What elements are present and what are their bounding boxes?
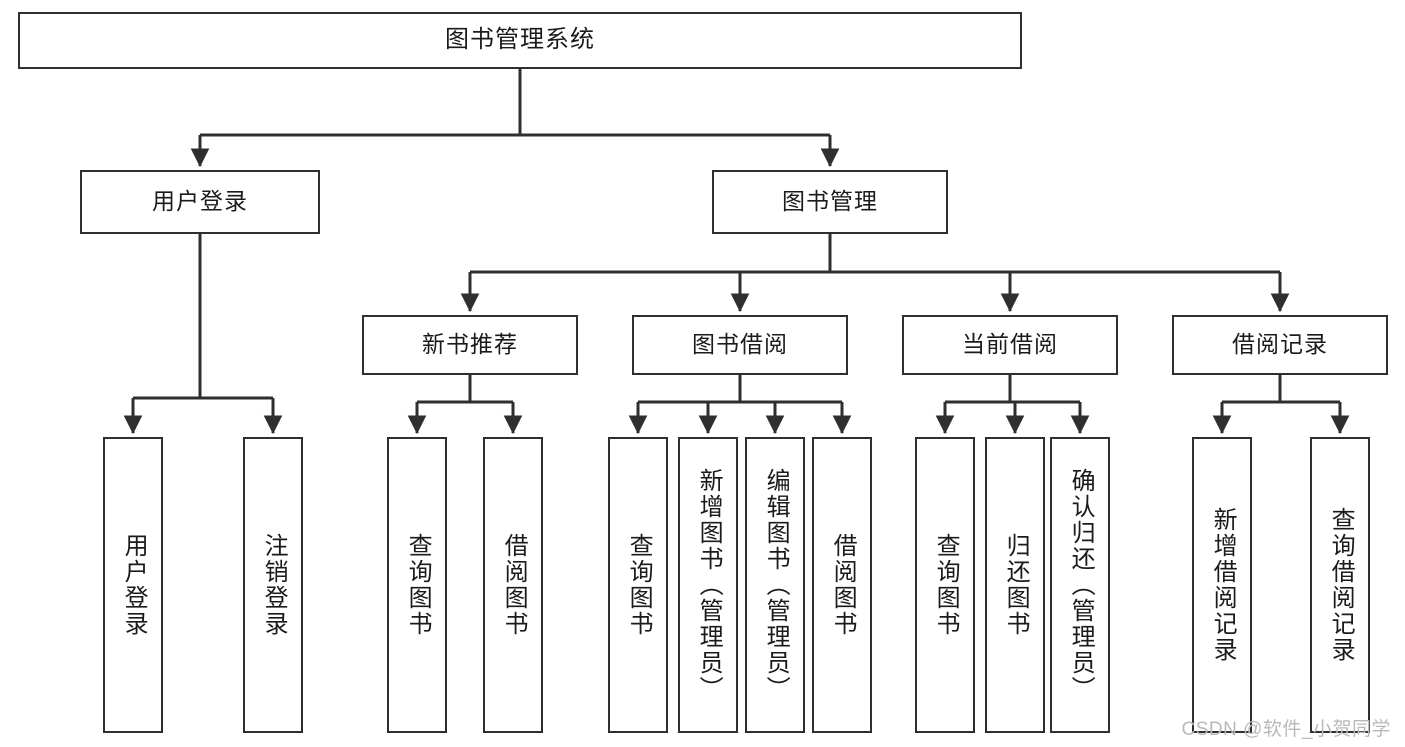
leaf-query-record-label: 查询借阅记录: [1327, 507, 1355, 663]
node-borrow-record[interactable]: 借阅记录: [1172, 315, 1388, 375]
leaf-confirm-return[interactable]: 确认归还（管理员）: [1050, 437, 1110, 733]
leaf-query-book-2-label: 查询图书: [625, 533, 653, 637]
node-user-login-label: 用户登录: [152, 188, 248, 215]
node-book-borrow-label: 图书借阅: [692, 331, 788, 358]
leaf-user-login[interactable]: 用户登录: [103, 437, 163, 733]
leaf-query-book-3[interactable]: 查询图书: [915, 437, 975, 733]
node-new-book-rec-label: 新书推荐: [422, 331, 518, 358]
leaf-query-book-2[interactable]: 查询图书: [608, 437, 668, 733]
leaf-user-login-label: 用户登录: [120, 533, 148, 637]
leaf-borrow-book-1[interactable]: 借阅图书: [483, 437, 543, 733]
leaf-borrow-book-2-label: 借阅图书: [829, 533, 857, 637]
node-current-borrow[interactable]: 当前借阅: [902, 315, 1118, 375]
leaf-add-book-label: 新增图书（管理员）: [695, 468, 723, 702]
node-current-borrow-label: 当前借阅: [962, 331, 1058, 358]
node-user-login[interactable]: 用户登录: [80, 170, 320, 234]
leaf-confirm-return-label: 确认归还（管理员）: [1067, 468, 1095, 702]
node-book-manage[interactable]: 图书管理: [712, 170, 948, 234]
csdn-watermark: CSDN @软件_小贺同学: [1181, 719, 1391, 740]
node-new-book-rec[interactable]: 新书推荐: [362, 315, 578, 375]
node-borrow-record-label: 借阅记录: [1232, 331, 1328, 358]
leaf-borrow-book-1-label: 借阅图书: [500, 533, 528, 637]
leaf-edit-book[interactable]: 编辑图书（管理员）: [745, 437, 805, 733]
leaf-return-book-label: 归还图书: [1002, 533, 1030, 637]
leaf-add-record[interactable]: 新增借阅记录: [1192, 437, 1252, 733]
leaf-logout-login-label: 注销登录: [260, 533, 288, 637]
node-book-borrow[interactable]: 图书借阅: [632, 315, 848, 375]
leaf-add-record-label: 新增借阅记录: [1209, 507, 1237, 663]
leaf-query-book-3-label: 查询图书: [932, 533, 960, 637]
node-root[interactable]: 图书管理系统: [18, 12, 1022, 69]
leaf-logout-login[interactable]: 注销登录: [243, 437, 303, 733]
leaf-query-book-1[interactable]: 查询图书: [387, 437, 447, 733]
node-book-manage-label: 图书管理: [782, 188, 878, 215]
node-root-label: 图书管理系统: [445, 26, 595, 54]
leaf-query-record[interactable]: 查询借阅记录: [1310, 437, 1370, 733]
leaf-borrow-book-2[interactable]: 借阅图书: [812, 437, 872, 733]
leaf-query-book-1-label: 查询图书: [404, 533, 432, 637]
leaf-return-book[interactable]: 归还图书: [985, 437, 1045, 733]
leaf-edit-book-label: 编辑图书（管理员）: [762, 468, 790, 702]
leaf-add-book[interactable]: 新增图书（管理员）: [678, 437, 738, 733]
